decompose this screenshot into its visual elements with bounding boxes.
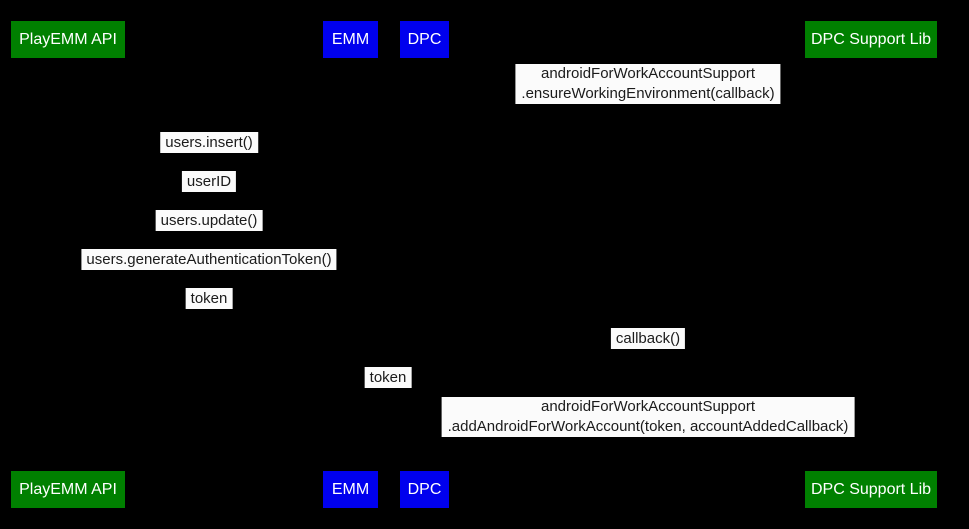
message-callback: callback(): [610, 328, 686, 349]
message-token-forward: token: [364, 367, 412, 388]
message-line: .ensureWorkingEnvironment(callback): [521, 85, 775, 102]
actor-dpc-bottom: DPC: [400, 471, 449, 508]
message-line: .addAndroidForWorkAccount(token, account…: [447, 418, 849, 435]
actor-playemm-api-top: PlayEMM API: [11, 21, 125, 58]
actor-emm-bottom: EMM: [323, 471, 378, 508]
message-token-return: token: [185, 288, 233, 309]
actor-dpc-top: DPC: [400, 21, 449, 58]
message-line: androidForWorkAccountSupport: [540, 65, 755, 82]
message-ensure-working-environment: androidForWorkAccountSupport .ensureWork…: [515, 64, 781, 104]
actor-emm-top: EMM: [323, 21, 378, 58]
actor-dpc-support-lib-top: DPC Support Lib: [805, 21, 937, 58]
actor-playemm-api-bottom: PlayEMM API: [11, 471, 125, 508]
message-generate-authentication-token: users.generateAuthenticationToken(): [81, 249, 337, 270]
message-add-android-for-work-account: androidForWorkAccountSupport .addAndroid…: [441, 397, 855, 437]
message-users-update: users.update(): [155, 210, 263, 231]
message-userid: userID: [181, 171, 237, 192]
actor-dpc-support-lib-bottom: DPC Support Lib: [805, 471, 937, 508]
message-users-insert: users.insert(): [160, 132, 258, 153]
message-line: androidForWorkAccountSupport: [541, 398, 755, 415]
